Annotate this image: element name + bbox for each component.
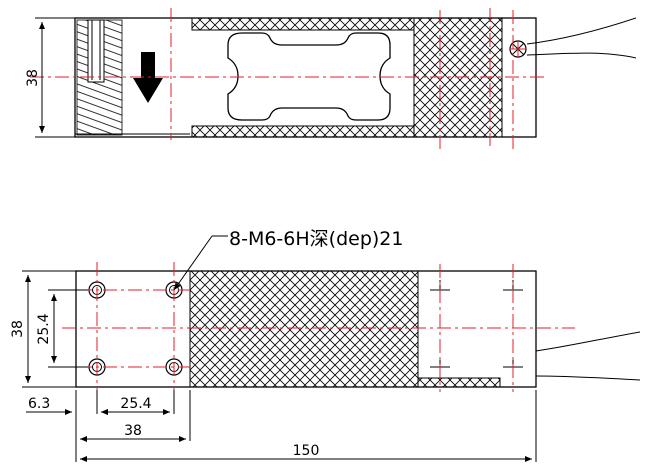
bottom-view-cable (535, 331, 641, 352)
top-view-height-label: 38 (25, 69, 41, 87)
hole-spacing-vertical-label: 25.4 (36, 313, 52, 344)
total-length-label: 150 (293, 443, 320, 459)
hole-spacing-horizontal-label: 25.4 (120, 396, 151, 412)
bottom-view-knurl (189, 270, 419, 388)
offset-label: 6.3 (28, 396, 50, 412)
bottom-view: 8-M6-6H深(dep)21 38 25.4 6.3 25.4 38 150 (10, 228, 641, 462)
bottom-view-knurl-strip (417, 377, 501, 388)
top-view-cable (526, 17, 637, 45)
top-view: 38 (25, 8, 637, 152)
top-view-knurl-bottom (191, 125, 415, 138)
callout-leader (173, 235, 213, 291)
thread-callout: 8-M6-6H深(dep)21 (229, 228, 403, 250)
top-view-knurl-top (191, 17, 415, 31)
bottom-view-height-label: 38 (10, 320, 26, 338)
top-view-bone-cutout (227, 32, 391, 121)
top-view-bolt (87, 19, 105, 83)
mount-width-label: 38 (124, 423, 142, 439)
